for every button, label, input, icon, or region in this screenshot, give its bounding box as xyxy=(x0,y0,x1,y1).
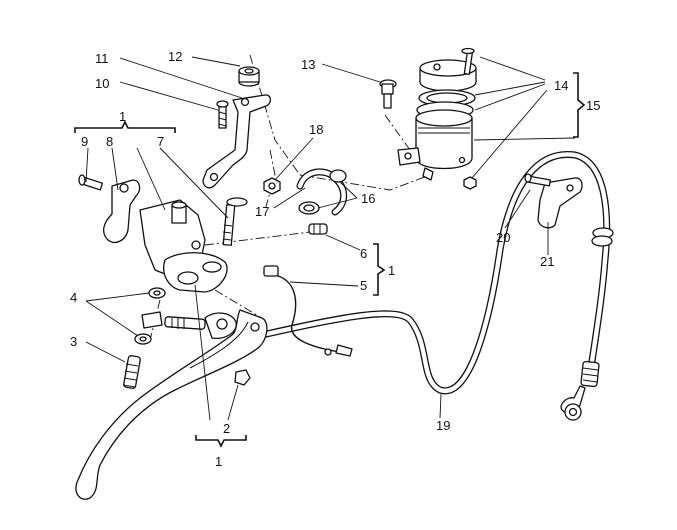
callout-11: 11 xyxy=(95,51,109,66)
callout-8: 8 xyxy=(106,134,113,149)
group-brackets xyxy=(74,72,586,448)
callout-4: 4 xyxy=(70,290,77,305)
callout-7: 7 xyxy=(157,134,164,149)
switch-wire xyxy=(263,265,353,357)
washers-and-pins xyxy=(122,287,166,389)
callout-1-right: 1 xyxy=(388,263,395,278)
callout-17: 17 xyxy=(255,204,269,219)
callout-6: 6 xyxy=(360,246,367,261)
hose-guide-bracket xyxy=(524,173,583,229)
callout-19: 19 xyxy=(436,418,450,433)
callout-10: 10 xyxy=(95,76,109,91)
callout-16: 16 xyxy=(361,191,375,206)
callout-20: 20 xyxy=(496,230,510,245)
master-cylinder xyxy=(78,174,248,293)
callout-labels: 1 1 1 2 3 4 5 6 7 8 9 10 11 12 13 14 15 … xyxy=(70,49,600,469)
callout-18: 18 xyxy=(309,122,323,137)
callout-3: 3 xyxy=(70,334,77,349)
leader-lines xyxy=(85,56,576,421)
callout-14: 14 xyxy=(554,78,568,93)
fluid-reservoir xyxy=(379,47,477,190)
reservoir-bracket xyxy=(202,66,281,195)
callout-12: 12 xyxy=(168,49,182,64)
callout-9: 9 xyxy=(81,134,88,149)
callout-15: 15 xyxy=(586,98,600,113)
callout-13: 13 xyxy=(301,57,315,72)
callout-21: 21 xyxy=(540,254,554,269)
push-rod-switch xyxy=(164,312,237,339)
clutch-lever xyxy=(75,309,268,500)
callout-1-top: 1 xyxy=(119,109,126,124)
reservoir-feed-hose xyxy=(296,168,348,235)
callout-5: 5 xyxy=(360,278,367,293)
callout-2: 2 xyxy=(223,421,230,436)
clutch-hose xyxy=(258,150,614,421)
callout-1-bottom: 1 xyxy=(215,454,222,469)
